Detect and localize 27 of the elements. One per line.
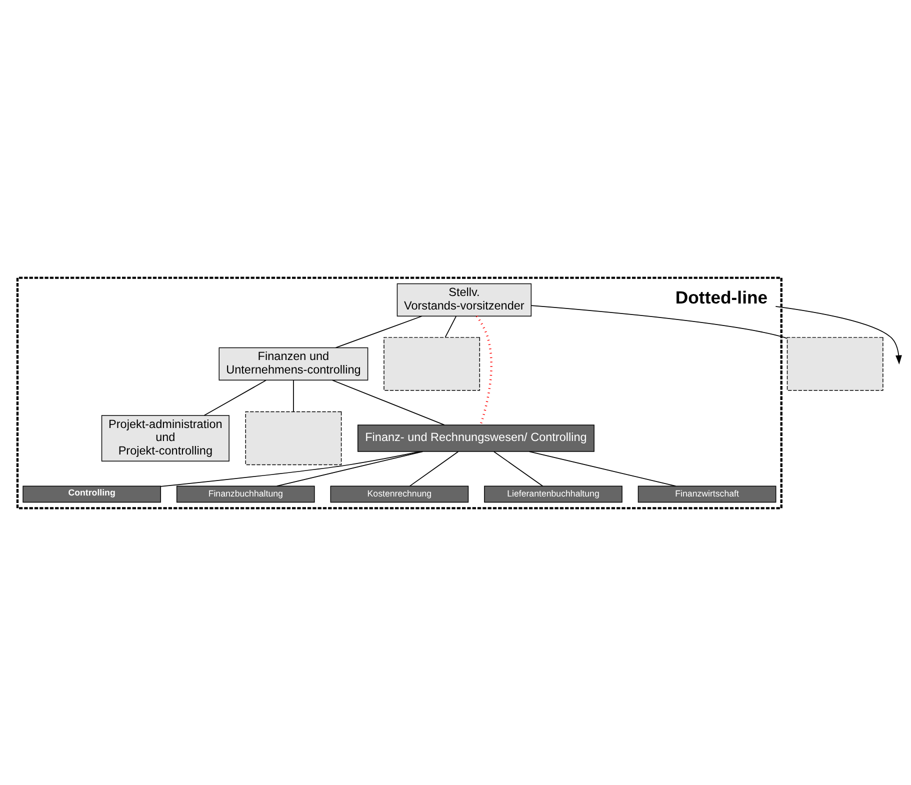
connector	[531, 304, 788, 338]
node-box: Kostenrechnung	[330, 485, 469, 502]
connector	[476, 315, 492, 425]
cluster	[16, 276, 782, 509]
connector	[335, 315, 422, 348]
connector	[332, 379, 445, 425]
connector	[160, 450, 420, 486]
connector	[409, 450, 459, 486]
connector	[204, 379, 266, 416]
node-box	[384, 336, 480, 390]
node-box: Projekt-administration und Projekt-controlling	[101, 414, 230, 461]
connector	[444, 315, 457, 338]
node-text: Dotted-line	[675, 287, 768, 308]
node-box: Lieferantenbuchhaltung	[484, 485, 622, 502]
node-box: Controlling	[22, 485, 161, 502]
connector	[276, 450, 424, 486]
arrow	[775, 305, 902, 364]
node-box: Finanzen und Unternehmens-controlling	[218, 346, 368, 380]
node-box: Finanz- und Rechnungswesen/ Controlling	[358, 424, 594, 452]
node-box	[786, 336, 884, 390]
connector	[493, 450, 544, 486]
node-box: Stellv. Vorstands-vorsitzender	[396, 282, 532, 316]
node-box	[245, 410, 342, 465]
node-box: Finanzwirtschaft	[638, 485, 776, 502]
node-box: Finanzbuchhaltung	[176, 485, 315, 502]
connector	[293, 380, 294, 412]
connector	[528, 450, 676, 486]
